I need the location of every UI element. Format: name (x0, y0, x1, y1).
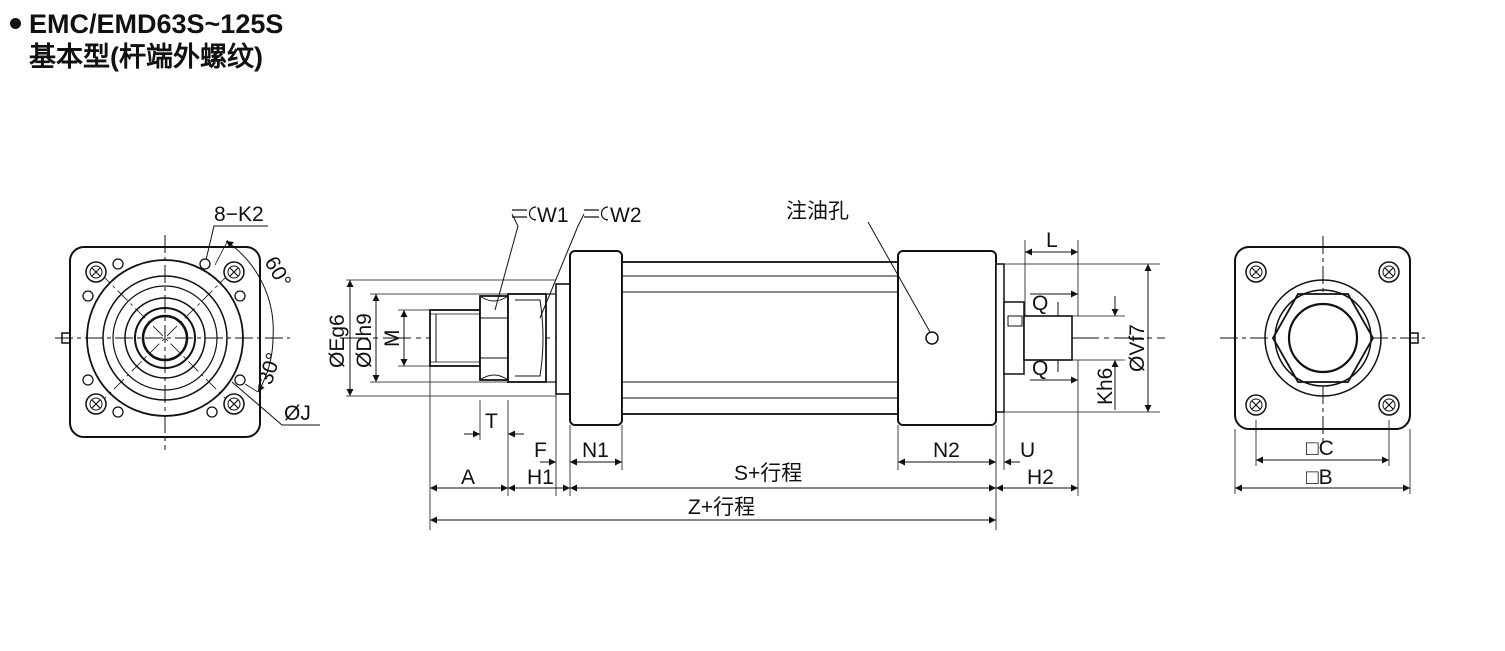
dia-j-label: ØJ (284, 402, 311, 425)
front-view (55, 225, 320, 450)
w2-label: W2 (610, 204, 642, 227)
h2-label: H2 (1027, 466, 1054, 489)
t-label: T (485, 410, 498, 433)
dia-e-label: ØEg6 (326, 314, 349, 368)
u-label: U (1020, 439, 1035, 462)
title-block: EMC/EMD63S~125S 基本型(杆端外螺纹) (10, 8, 283, 74)
f-label: F (534, 439, 547, 462)
dia-d-label: ØDh9 (353, 313, 376, 368)
bullet-icon (10, 18, 21, 29)
n2-label: N2 (933, 439, 960, 462)
s-stroke-label: S+行程 (734, 462, 802, 485)
model-title-text: EMC/EMD63S~125S (29, 9, 284, 39)
subtitle: 基本型(杆端外螺纹) (29, 42, 263, 72)
b-label: □B (1306, 466, 1333, 489)
l-label: L (1046, 229, 1058, 252)
a-label: A (461, 466, 475, 489)
z-stroke-label: Z+行程 (688, 496, 755, 519)
q-top-label: Q (1032, 292, 1048, 315)
oil-hole-label: 注油孔 (786, 200, 849, 223)
rear-view (1220, 236, 1425, 494)
c-label: □C (1306, 437, 1334, 460)
kh6-label: Kh6 (1094, 368, 1117, 405)
angle-60-label: 60° (260, 253, 296, 292)
wrench-icon (512, 206, 609, 221)
m-label: M (381, 330, 404, 348)
side-view (340, 206, 1165, 530)
dia-v-label: ØVf7 (1126, 324, 1149, 372)
q-bottom-label: Q (1032, 357, 1048, 380)
n1-label: N1 (582, 439, 609, 462)
model-title: EMC/EMD63S~125S (10, 8, 283, 41)
w1-label: W1 (537, 204, 569, 227)
bolt-count-label: 8−K2 (214, 203, 264, 226)
h1-label: H1 (527, 466, 554, 489)
